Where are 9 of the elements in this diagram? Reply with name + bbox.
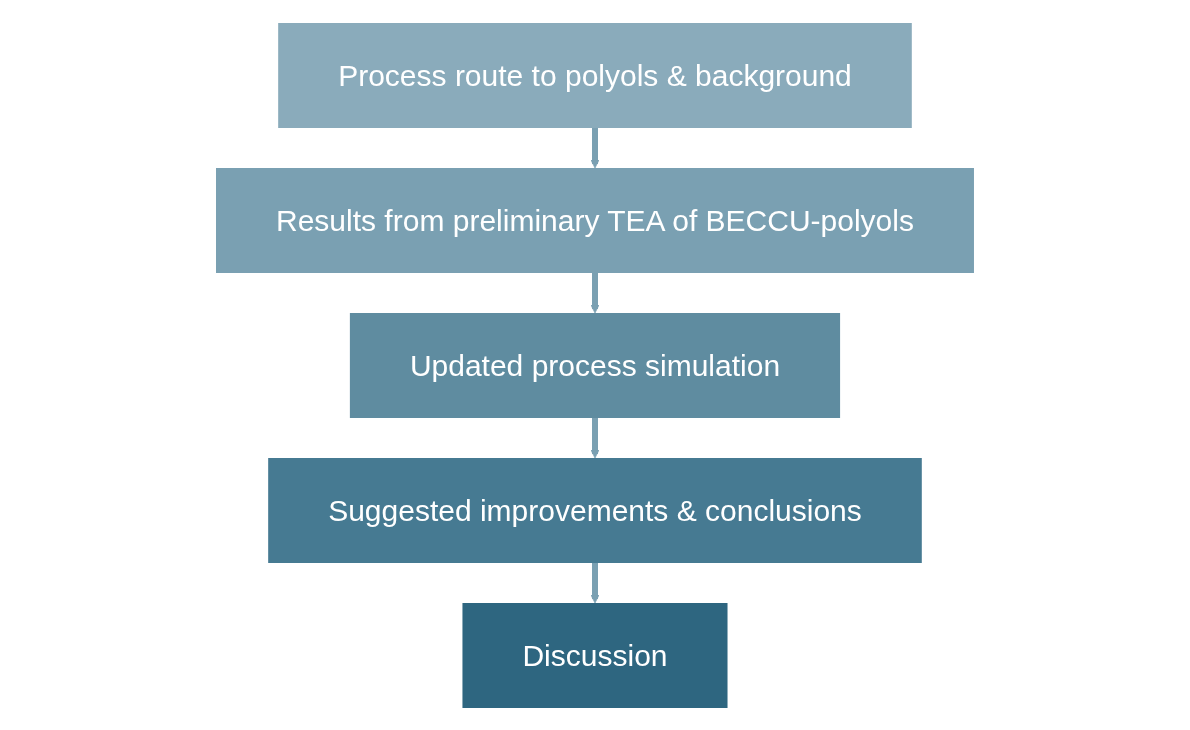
node-box: Suggested improvements & conclusions bbox=[268, 457, 922, 563]
node-box: Updated process simulation bbox=[349, 312, 841, 418]
arrow bbox=[590, 417, 600, 458]
node-box: Results from preliminary TEA of BECCU-polyols bbox=[216, 167, 974, 273]
node-box: Process route to polyols & background bbox=[278, 22, 912, 128]
arrow bbox=[590, 272, 600, 313]
node-box: Discussion bbox=[462, 602, 728, 708]
arrow bbox=[590, 562, 600, 603]
arrow bbox=[590, 127, 600, 168]
